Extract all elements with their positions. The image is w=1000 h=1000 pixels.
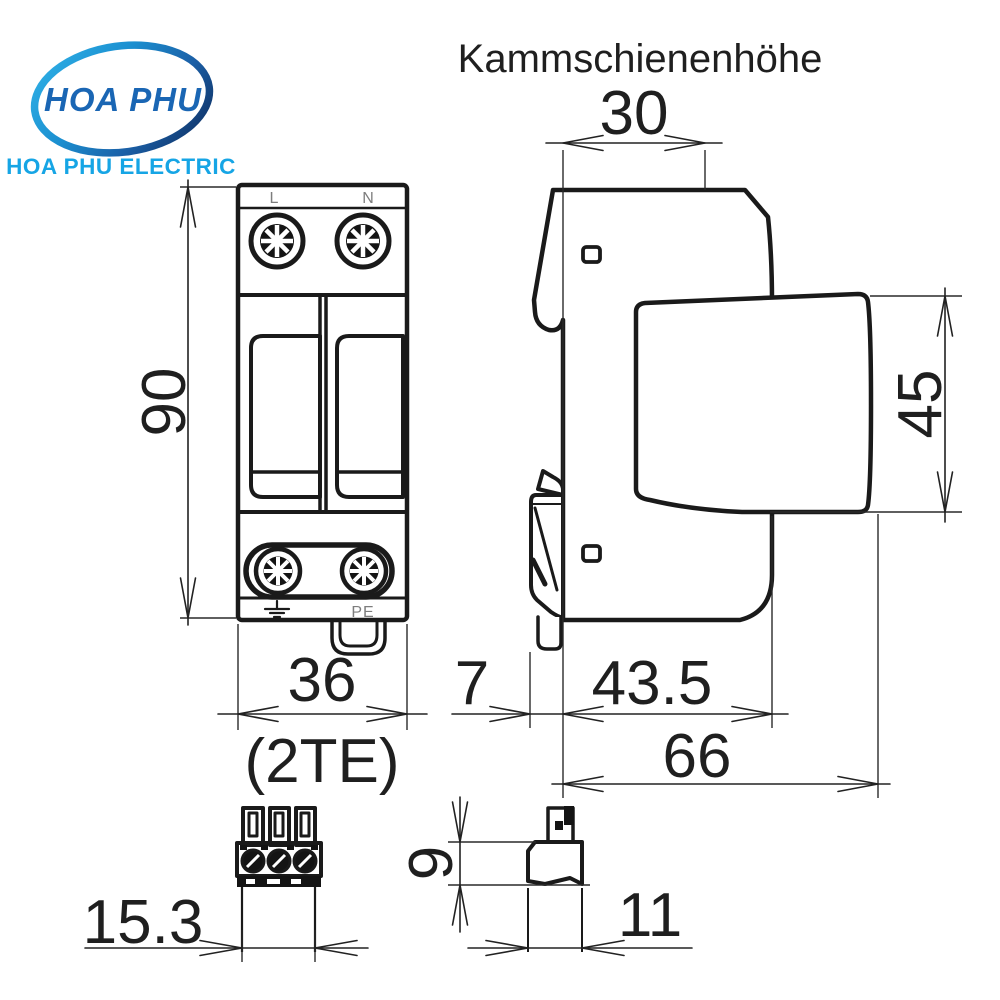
din-clip-spring-line xyxy=(533,506,559,592)
dim-width-2te: (2TE) xyxy=(245,727,400,796)
dim-clip-7: 7 xyxy=(455,649,489,718)
base-hole-bottom xyxy=(581,544,602,563)
release-loop-outer xyxy=(330,618,387,656)
terminal-screw-right-icon xyxy=(334,212,392,270)
logo-name: HOA PHU xyxy=(44,81,202,118)
dim-top-30: 30 xyxy=(600,79,669,148)
dim-depth-43-5: 43.5 xyxy=(592,649,713,718)
terminal-label-n: N xyxy=(362,190,374,207)
dim-total-66: 66 xyxy=(663,722,732,791)
drawing-title: Kammschienenhöhe xyxy=(458,37,823,81)
side-view xyxy=(529,187,874,651)
extension-lines xyxy=(180,150,962,962)
release-loop-inner xyxy=(338,618,379,648)
dim-width-36: 36 xyxy=(288,646,357,715)
din-clip-spring-wedge xyxy=(530,557,548,587)
dimension-lines xyxy=(84,134,954,957)
din-clip-foot xyxy=(536,615,563,651)
hoa-phu-logo: HOA PHU HOA PHU ELECTRIC xyxy=(6,41,236,179)
plug-side-view xyxy=(526,806,584,952)
dim-module-45: 45 xyxy=(886,370,955,439)
connector-screws xyxy=(240,848,318,874)
dim-plug-9: 9 xyxy=(397,846,466,880)
dim-height-90: 90 xyxy=(130,368,199,437)
connector-clamp-marks xyxy=(240,845,318,850)
plug-tip-fill xyxy=(564,806,574,825)
connector-prongs xyxy=(241,806,317,847)
base-hole-top xyxy=(581,245,602,264)
logo-ring-icon xyxy=(30,41,214,157)
plug-body-outline xyxy=(526,840,584,886)
pe-screw-left-icon xyxy=(253,546,303,596)
side-module-outline xyxy=(633,291,874,515)
pe-terminal-obround xyxy=(243,542,395,600)
front-view xyxy=(235,182,410,656)
pe-screw-right-icon xyxy=(339,546,389,596)
dim-plug-11: 11 xyxy=(618,881,682,950)
logo-subtitle: HOA PHU ELECTRIC xyxy=(6,154,236,179)
module-left-inset xyxy=(249,334,322,499)
pe-label: PE xyxy=(351,604,374,621)
connector-bottom-view xyxy=(235,806,323,952)
connector-band-dashes xyxy=(246,879,301,884)
terminal-label-l: L xyxy=(270,190,279,207)
plug-tip-dot xyxy=(555,821,563,830)
din-clip-tab xyxy=(536,469,565,497)
module-right-inset xyxy=(335,334,405,499)
dim-connector-15-3: 15.3 xyxy=(83,888,204,957)
earth-symbol-icon xyxy=(263,599,291,619)
terminal-screw-left-icon xyxy=(248,212,306,270)
